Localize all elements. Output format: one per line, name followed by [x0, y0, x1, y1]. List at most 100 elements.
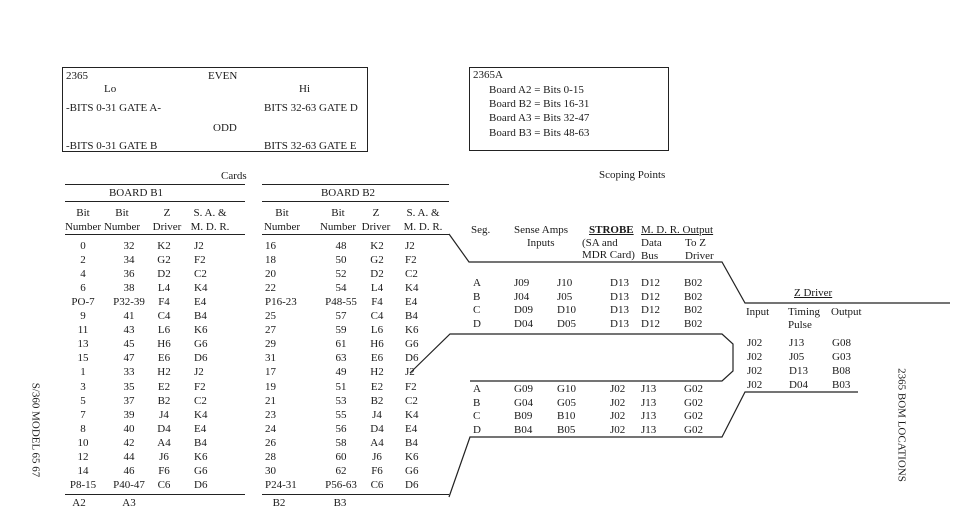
- scope-cell: D09: [514, 304, 533, 316]
- hi-even-gate: BITS 32-63 GATE D: [264, 102, 358, 114]
- gate-box-id: 2365: [66, 70, 88, 82]
- table-cell: 36: [123, 268, 135, 280]
- z-driver-cell: J02: [747, 337, 763, 349]
- z-driver-cell: J13: [789, 337, 805, 349]
- board_b2-header-3-line2: M. D. R.: [403, 221, 443, 233]
- scope-cell: D13: [610, 291, 629, 303]
- scope-cell: B04: [514, 424, 533, 436]
- z-driver-cell: D04: [789, 379, 808, 391]
- table-cell: 45: [123, 338, 135, 350]
- scope-cell: J13: [641, 410, 657, 422]
- table-cell: 46: [123, 465, 135, 477]
- scope-cell: J10: [557, 277, 573, 289]
- z-driver-cell: G03: [832, 351, 851, 363]
- table-cell: 17: [265, 366, 276, 378]
- scope-cell: B02: [684, 277, 703, 289]
- strobe-header-3: MDR Card): [582, 249, 635, 261]
- z-driver-timing-header-2: Pulse: [788, 319, 812, 331]
- even-label: EVEN: [208, 70, 238, 82]
- scope-cell: D12: [641, 291, 660, 303]
- table-cell: 30: [265, 465, 276, 477]
- to-z-driver-header-2: Driver: [685, 250, 714, 262]
- table-cell: 13: [77, 338, 89, 350]
- sense-amps-header-1: Sense Amps: [514, 224, 569, 236]
- table-cell: P48-55: [325, 296, 357, 308]
- board-b1-footer-a2: A2: [72, 497, 86, 509]
- table-cell: H2: [157, 366, 171, 378]
- board-b2-bottom-rule: [262, 494, 449, 495]
- table-cell: 1: [80, 366, 86, 378]
- scope-cell: B10: [557, 410, 576, 422]
- scope-cell: D12: [641, 277, 660, 289]
- table-cell: 43: [123, 324, 135, 336]
- board_b1-header-2-line1: Z: [163, 207, 171, 219]
- z-driver-cell: J02: [747, 365, 763, 377]
- table-cell: K6: [194, 324, 208, 336]
- table-cell: 63: [335, 352, 347, 364]
- board_b2-header-0-line1: Bit: [275, 207, 289, 219]
- scope-cell: J02: [610, 383, 626, 395]
- board-box-id: 2365A: [473, 69, 503, 81]
- board_b1-header-0-line2: Number: [64, 221, 102, 233]
- z-driver-cell: D13: [789, 365, 808, 377]
- table-cell: F6: [158, 465, 170, 477]
- table-cell: 11: [77, 324, 89, 336]
- table-cell: D2: [370, 268, 384, 280]
- z-driver-input-header: Input: [746, 306, 770, 318]
- table-cell: G6: [194, 338, 208, 350]
- strobe-header-2: (SA and: [582, 237, 618, 249]
- table-cell: 18: [265, 254, 276, 266]
- table-cell: L4: [370, 282, 384, 294]
- table-cell: 61: [335, 338, 347, 350]
- table-cell: 32: [123, 240, 135, 252]
- board-b1-top-rule: [65, 184, 245, 185]
- table-cell: H6: [157, 338, 171, 350]
- table-cell: E2: [157, 381, 171, 393]
- scope-cell: D: [473, 318, 481, 330]
- scope-cell: D12: [641, 318, 660, 330]
- table-cell: J2: [405, 366, 415, 378]
- table-cell: 55: [335, 409, 347, 421]
- table-cell: P24-31: [265, 479, 297, 491]
- table-cell: L6: [157, 324, 171, 336]
- table-cell: K4: [194, 409, 208, 421]
- table-cell: B4: [405, 310, 418, 322]
- lo-label: Lo: [104, 83, 117, 95]
- scope-cell: J02: [610, 424, 626, 436]
- board-b1-header-rule: [65, 234, 245, 235]
- sense-amps-header-2: Inputs: [527, 237, 555, 249]
- table-cell: F6: [371, 465, 383, 477]
- z-driver-cell: J02: [747, 351, 763, 363]
- table-cell: 28: [265, 451, 276, 463]
- scope-cell: A: [473, 277, 481, 289]
- scope-cell: D12: [641, 304, 660, 316]
- scope-cell: J09: [514, 277, 530, 289]
- board-b1-title-rule: [65, 201, 245, 202]
- table-cell: J2: [405, 240, 415, 252]
- table-cell: K4: [405, 282, 419, 294]
- z-driver-cell: J02: [747, 379, 763, 391]
- board-box-2365a: [469, 67, 669, 151]
- table-cell: P8-15: [69, 479, 97, 491]
- board-line-b2: Board B2 = Bits 16-31: [489, 98, 590, 110]
- table-cell: F2: [194, 381, 206, 393]
- table-cell: E6: [370, 352, 384, 364]
- board_b2-header-3-line1: S. A. &: [406, 207, 440, 219]
- table-cell: 42: [123, 437, 135, 449]
- table-cell: 56: [335, 423, 347, 435]
- table-cell: C6: [157, 479, 171, 491]
- table-cell: 60: [335, 451, 347, 463]
- table-cell: J2: [194, 240, 204, 252]
- scope-cell: J13: [641, 383, 657, 395]
- table-cell: E4: [405, 296, 418, 308]
- table-cell: 16: [265, 240, 276, 252]
- table-cell: F4: [158, 296, 170, 308]
- table-cell: K6: [194, 451, 208, 463]
- lo-odd-gate: -BITS 0-31 GATE B: [66, 140, 158, 152]
- hi-odd-gate: BITS 32-63 GATE E: [264, 140, 357, 152]
- table-cell: 41: [123, 310, 135, 322]
- connector-board-to-upper: [448, 233, 950, 304]
- z-driver-cell: B08: [832, 365, 851, 377]
- table-cell: 50: [335, 254, 347, 266]
- table-cell: 12: [77, 451, 89, 463]
